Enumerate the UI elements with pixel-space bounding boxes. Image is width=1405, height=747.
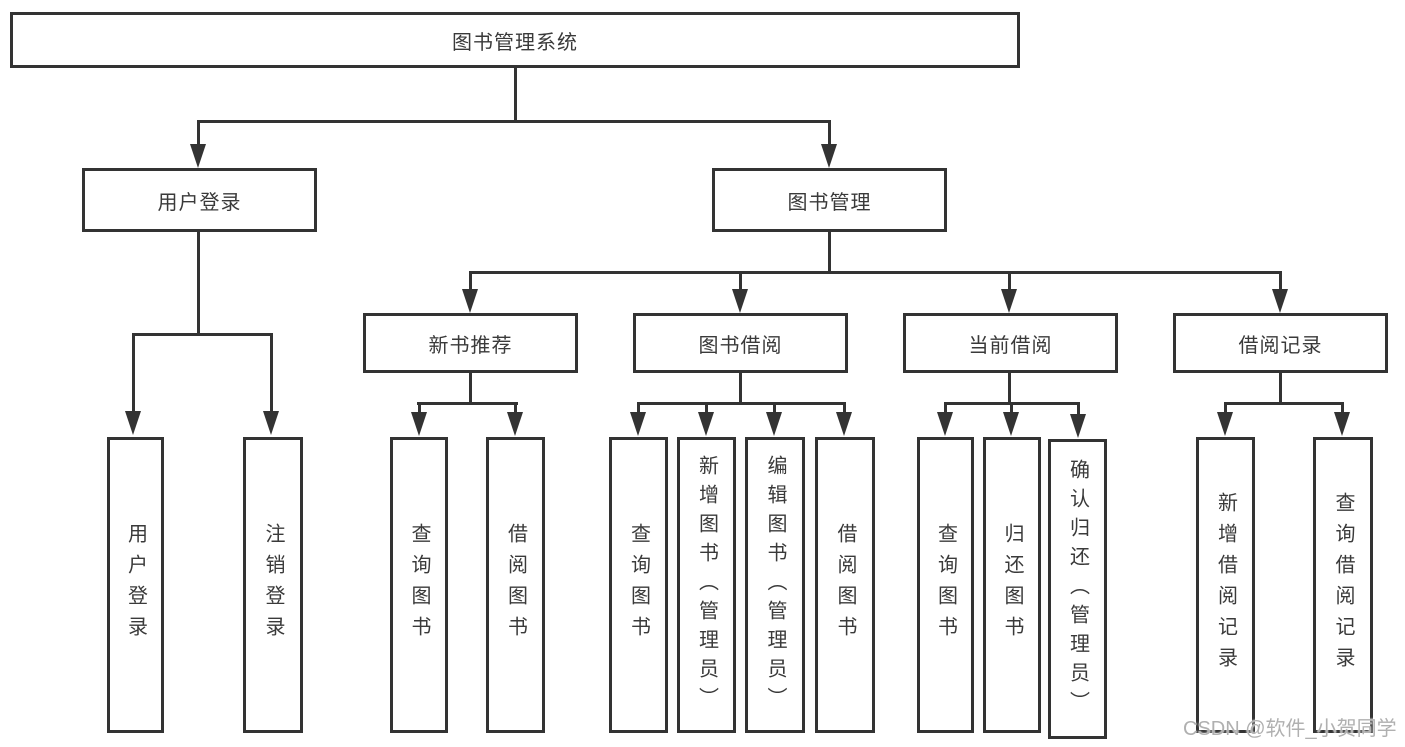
arrowhead-leaf xyxy=(1003,412,1019,436)
connector-user-login-drop xyxy=(197,120,200,147)
connector-borrow-records-branch xyxy=(1224,402,1343,405)
node-book-management: 图书管理 xyxy=(712,168,947,232)
node-label: 注销登录 xyxy=(262,523,284,647)
node-label: 编辑图书（管理员） xyxy=(764,454,786,716)
arrowhead-borrow-records xyxy=(1272,289,1288,313)
connector-current-borrow-drop xyxy=(1008,271,1011,291)
connector-leaf-drop xyxy=(843,402,846,413)
arrowhead-leaf xyxy=(507,412,523,436)
node-leaf-confirm-return-admin: 确认归还（管理员） xyxy=(1048,439,1107,739)
node-label: 新增图书（管理员） xyxy=(695,454,718,716)
node-label: 用户登录 xyxy=(157,191,242,214)
connector-book-borrow-drop xyxy=(739,271,742,291)
arrowhead-book-mgmt xyxy=(821,144,837,168)
node-label: 当前借阅 xyxy=(968,334,1053,357)
arrowhead-leaf xyxy=(836,412,852,436)
arrowhead-book-borrow xyxy=(732,289,748,313)
arrowhead-login-leaf xyxy=(125,411,141,435)
arrowhead-leaf xyxy=(766,412,782,436)
node-label: 新增借阅记录 xyxy=(1214,492,1237,678)
connector-root-stem xyxy=(514,66,517,122)
node-label: 图书管理系统 xyxy=(452,31,578,54)
arrowhead-leaf xyxy=(937,412,953,436)
csdn-watermark: CSDN @软件_小贺同学 xyxy=(1183,718,1397,740)
connector-root-branch xyxy=(197,120,831,123)
arrowhead-leaf xyxy=(630,412,646,436)
connector-new-books-drop xyxy=(469,271,472,291)
node-leaf-edit-books-admin: 编辑图书（管理员） xyxy=(745,437,805,733)
arrowhead-current-borrow xyxy=(1001,289,1017,313)
node-new-book-recommend: 新书推荐 xyxy=(363,313,578,373)
node-leaf-borrow-books: 借阅图书 xyxy=(815,437,875,733)
connector-logout-leaf-drop xyxy=(270,333,273,412)
node-leaf-add-borrow-record: 新增借阅记录 xyxy=(1196,437,1255,733)
arrowhead-leaf xyxy=(1334,412,1350,436)
connector-new-books-stem xyxy=(469,371,472,405)
node-book-borrowing: 图书借阅 xyxy=(633,313,848,373)
node-leaf-add-books-admin: 新增图书（管理员） xyxy=(677,437,736,733)
connector-borrow-records-drop xyxy=(1279,271,1282,291)
connector-leaf-drop xyxy=(944,402,947,413)
node-label: 借阅记录 xyxy=(1238,334,1323,357)
node-label: 借阅图书 xyxy=(834,523,856,647)
connector-leaf-drop xyxy=(1077,402,1080,415)
node-user-login: 用户登录 xyxy=(82,168,317,232)
node-current-borrowing: 当前借阅 xyxy=(903,313,1118,373)
node-label: 新书推荐 xyxy=(428,334,513,357)
connector-leaf-drop xyxy=(514,402,517,413)
node-label: 归还图书 xyxy=(1001,523,1023,647)
connector-user-login-stem xyxy=(197,231,200,335)
node-leaf-logout: 注销登录 xyxy=(243,437,303,733)
node-label: 查询图书 xyxy=(408,523,430,647)
connector-book-mgmt-branch xyxy=(469,271,1282,274)
node-label: 确认归还（管理员） xyxy=(1066,458,1089,720)
node-leaf-return-books: 归还图书 xyxy=(983,437,1041,733)
node-label: 查询借阅记录 xyxy=(1332,492,1354,678)
connector-leaf-drop xyxy=(1010,402,1013,413)
arrowhead-user-login xyxy=(190,144,206,168)
connector-leaf-drop xyxy=(1224,402,1227,413)
node-label: 用户登录 xyxy=(124,523,147,647)
connector-book-borrow-branch xyxy=(637,402,845,405)
node-borrow-records: 借阅记录 xyxy=(1173,313,1388,373)
arrowhead-leaf xyxy=(1070,414,1086,438)
connector-leaf-drop xyxy=(773,402,776,413)
connector-login-leaf-drop xyxy=(132,333,135,412)
node-leaf-borrow-books: 借阅图书 xyxy=(486,437,545,733)
arrowhead-leaf xyxy=(698,412,714,436)
arrowhead-logout-leaf xyxy=(263,411,279,435)
node-label: 查询图书 xyxy=(934,523,957,647)
arrowhead-new-books xyxy=(462,289,478,313)
node-label: 查询图书 xyxy=(627,523,650,647)
node-leaf-query-books: 查询图书 xyxy=(390,437,448,733)
node-root-library-system: 图书管理系统 xyxy=(10,12,1020,68)
connector-leaf-drop xyxy=(1341,402,1344,413)
connector-leaf-drop xyxy=(637,402,640,413)
connector-borrow-records-stem xyxy=(1279,371,1282,405)
node-label: 图书管理 xyxy=(787,191,872,214)
node-leaf-user-login: 用户登录 xyxy=(107,437,164,733)
connector-new-books-branch xyxy=(417,402,518,405)
connector-current-borrow-stem xyxy=(1008,371,1011,405)
node-label: 图书借阅 xyxy=(698,334,783,357)
connector-book-mgmt-stem xyxy=(828,231,831,273)
node-leaf-query-books: 查询图书 xyxy=(609,437,668,733)
node-label: 借阅图书 xyxy=(504,523,527,647)
arrowhead-leaf xyxy=(1217,412,1233,436)
arrowhead-leaf xyxy=(411,412,427,436)
connector-user-login-branch xyxy=(132,333,273,336)
node-leaf-query-borrow-record: 查询借阅记录 xyxy=(1313,437,1373,733)
connector-leaf-drop xyxy=(705,402,708,413)
connector-book-borrow-stem xyxy=(739,371,742,405)
node-leaf-query-books: 查询图书 xyxy=(917,437,974,733)
connector-leaf-drop xyxy=(418,402,421,413)
connector-book-mgmt-drop xyxy=(828,120,831,147)
